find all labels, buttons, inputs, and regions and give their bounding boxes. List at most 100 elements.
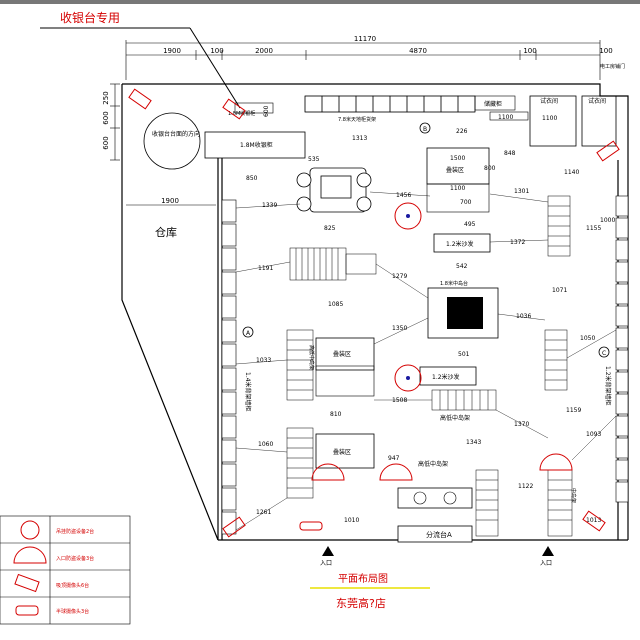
dim-1313: 1313 xyxy=(352,135,367,142)
dim-1372: 1372 xyxy=(510,239,525,246)
dim-542: 542 xyxy=(456,263,468,270)
right-cabinet-label: 1.2米背架墙柜 xyxy=(604,366,612,406)
entrance-left-label: 入口 xyxy=(320,560,332,567)
dim-848: 848 xyxy=(504,150,516,157)
electrician-door-label: 电工房铺门 xyxy=(600,63,625,70)
dim-seg-4: 4870 xyxy=(409,47,427,55)
dim-1191: 1191 xyxy=(258,265,273,272)
sofa-bottom xyxy=(419,366,477,386)
marker-b xyxy=(419,122,431,134)
dim-1010: 1010 xyxy=(344,517,359,524)
dim-1033: 1033 xyxy=(256,357,271,364)
cashier-direction-note: 收银台台面的方向 xyxy=(152,130,200,138)
dim-501: 501 xyxy=(458,351,470,358)
dim-1036: 1036 xyxy=(516,313,531,320)
storage-box-label: 储藏柜 xyxy=(484,100,502,108)
cashier-tag-top: 1.8M收银柜 xyxy=(228,110,255,117)
marker-c xyxy=(598,346,610,358)
center-island-label: 1.8米中岛台 xyxy=(440,280,468,287)
cashier-note: 收银台专用 xyxy=(60,10,120,25)
dim-495: 495 xyxy=(464,221,476,228)
sofa-top xyxy=(433,233,491,253)
dim-room-1: 1100 xyxy=(498,114,513,121)
cashier-direction-circle xyxy=(143,112,201,170)
legend-icons xyxy=(13,520,47,616)
dim-800: 800 xyxy=(484,165,496,172)
top-display-shelf xyxy=(304,95,476,113)
rack-group-right-bottom xyxy=(547,469,573,537)
dim-810: 810 xyxy=(330,411,342,418)
stack-zone-top-label: 叠装区 xyxy=(446,166,464,174)
device-dot-1 xyxy=(406,214,410,218)
dim-700: 700 xyxy=(460,199,472,206)
dim-1060: 1060 xyxy=(258,441,273,448)
marker-a xyxy=(242,326,254,338)
legend-label-4: 半球摄像头3台 xyxy=(56,608,89,615)
dim-1456: 1456 xyxy=(396,192,411,199)
dim-1301: 1301 xyxy=(514,188,529,195)
dim-947: 947 xyxy=(388,455,400,462)
dim-1050: 1050 xyxy=(580,335,595,342)
stack-zone-top-base xyxy=(426,183,490,213)
right-wall-cabinets xyxy=(615,195,629,503)
measurement-lines xyxy=(235,191,617,531)
cashier-counter xyxy=(204,131,306,159)
sale-table-top xyxy=(397,487,473,509)
dim-1000: 1000 xyxy=(600,217,615,224)
dimension-left xyxy=(110,83,120,161)
dim-seg-2: 100 xyxy=(210,47,223,55)
rack-group-bottom-left xyxy=(286,427,314,499)
top-display-label: 7.8米天地柜货架 xyxy=(338,116,376,123)
dim-seg-6: 100 xyxy=(599,47,612,55)
dim-535: 535 xyxy=(308,156,320,163)
marker-b-label: B xyxy=(423,126,427,133)
dim-1343: 1343 xyxy=(466,439,481,446)
dim-room-2: 1100 xyxy=(542,115,557,122)
dim-1155: 1155 xyxy=(586,225,601,232)
dim-total: 11170 xyxy=(354,35,376,43)
rack-group-right-mid xyxy=(544,329,568,391)
left-wall-cabinets xyxy=(221,199,237,535)
dim-1339: 1339 xyxy=(262,202,277,209)
legend-label-1: 吊挂防盗设备2台 xyxy=(56,528,94,535)
dim-seg-1: 1900 xyxy=(163,47,181,55)
dim-1370: 1370 xyxy=(514,421,529,428)
round-table-set xyxy=(296,167,372,213)
low-rack-label: 高低中岛架 xyxy=(440,414,470,422)
top-border xyxy=(0,0,640,4)
dim-1140: 1140 xyxy=(564,169,579,176)
dim-1100: 1100 xyxy=(450,185,465,192)
sale-table xyxy=(397,525,473,543)
dim-1093: 1093 xyxy=(586,431,601,438)
dim-left-2: 600 xyxy=(102,111,110,124)
sale-table-stool-1 xyxy=(413,491,427,505)
cashier-note-leader xyxy=(189,27,241,109)
stack-zone-mid-label: 叠装区 xyxy=(333,350,351,358)
dim-seg-5: 100 xyxy=(523,47,536,55)
rack-group-mid-left xyxy=(286,329,314,401)
dim-1159: 1159 xyxy=(566,407,581,414)
entrance-right-label: 入口 xyxy=(540,560,552,567)
dim-1071: 1071 xyxy=(552,287,567,294)
legend-table xyxy=(0,515,131,625)
fitting-room-1 xyxy=(529,95,577,147)
side-rack-label: 中岛架 xyxy=(570,488,577,503)
stack-zone-mid-base xyxy=(315,365,375,397)
dim-left-1: 250 xyxy=(102,91,110,104)
storage-dim-box xyxy=(489,111,529,121)
plan-title: 平面布局图 xyxy=(338,573,388,585)
dim-1279: 1279 xyxy=(392,273,407,280)
rack-group-bottom-center xyxy=(475,469,499,537)
legend-label-3: 吸顶摄像头6台 xyxy=(56,582,89,589)
storage-box xyxy=(474,95,516,111)
fitting-room-2 xyxy=(581,95,617,147)
rack-group-right-top xyxy=(547,195,571,257)
fitting-room-1-label: 试衣间 xyxy=(540,97,558,105)
entrance-right-arrow xyxy=(542,546,554,556)
stack-zone-mid xyxy=(315,337,375,371)
warehouse-width: 1900 xyxy=(161,197,179,205)
dim-825: 825 xyxy=(324,225,336,232)
dim-1500: 1500 xyxy=(450,155,465,162)
